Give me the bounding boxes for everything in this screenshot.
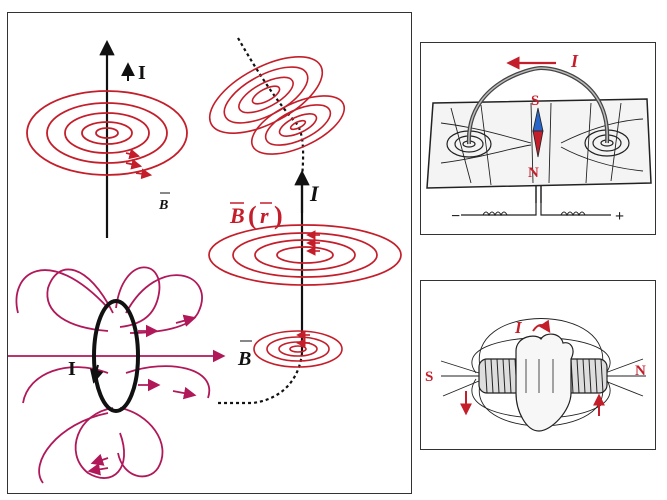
b-field-label-bottom: B xyxy=(237,348,251,370)
solenoid-svg: I S N xyxy=(425,318,646,432)
b-of-r-label: B ( r ) xyxy=(229,201,283,230)
solenoid-north-label: N xyxy=(635,363,646,379)
field-arrow xyxy=(125,158,143,170)
solenoid-panel: I S N xyxy=(420,280,656,450)
current-loop-field: I xyxy=(8,266,226,484)
main-diagram-panel: I B I xyxy=(7,12,412,494)
field-rings-top xyxy=(26,90,188,176)
current-label-top: I xyxy=(138,62,146,84)
svg-text:(: ( xyxy=(248,201,257,230)
straight-wire-field: I B xyxy=(26,39,188,238)
compass-panel: I S N − + xyxy=(420,42,656,235)
field-rings-tilted-2 xyxy=(250,95,346,155)
curved-wire-field: I B ( r ) xyxy=(208,37,402,405)
compass-current-label: I xyxy=(570,51,579,71)
b-field-label-top: B xyxy=(158,198,168,213)
svg-text:r: r xyxy=(260,203,269,228)
minus-terminal: − xyxy=(451,208,460,225)
current-arc-arrow xyxy=(532,319,551,333)
svg-text:): ) xyxy=(274,201,283,230)
dipole-field-lines xyxy=(15,266,211,484)
loop-current-arrow xyxy=(89,364,104,384)
current-loop xyxy=(92,299,140,413)
current-label-wire: I xyxy=(309,181,320,206)
solenoid-current-label: I xyxy=(514,318,523,337)
current-label-loop: I xyxy=(68,358,76,380)
wire-dotted-top xyxy=(237,37,305,179)
field-arrow xyxy=(125,148,141,160)
solenoid-south-label: S xyxy=(425,369,433,385)
field-rings-middle xyxy=(208,224,402,286)
svg-text:B: B xyxy=(229,203,245,228)
plus-terminal: + xyxy=(615,208,624,225)
compass-south-label: S xyxy=(531,93,539,109)
field-rings-lower xyxy=(253,330,343,368)
compass-svg: I S N − + xyxy=(426,51,652,225)
main-diagram-svg: I B I xyxy=(8,37,402,484)
field-rings-tilted-1 xyxy=(208,56,324,134)
compass-north-label: N xyxy=(528,165,539,181)
compass-needle-north xyxy=(532,130,544,158)
coil-resistor xyxy=(482,211,586,217)
right-hand-icon xyxy=(515,333,574,432)
field-arrow xyxy=(135,168,153,180)
iron-filings xyxy=(440,102,644,186)
